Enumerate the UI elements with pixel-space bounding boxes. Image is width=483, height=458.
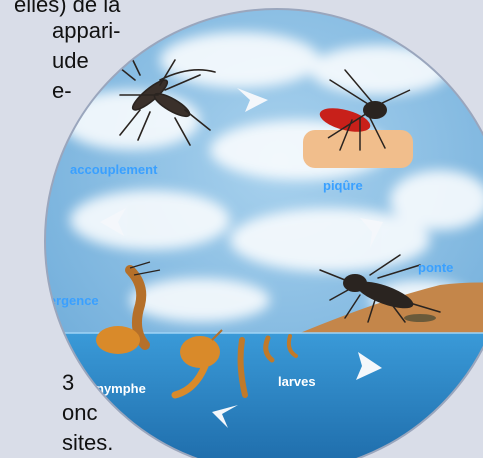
eggs: [404, 314, 436, 322]
label-emergence: émergence: [30, 293, 99, 308]
label-ponte: ponte: [418, 260, 453, 275]
label-accouplement: accouplement: [70, 162, 158, 177]
label-larves: larves: [278, 374, 316, 389]
skin-patch: [303, 130, 413, 168]
label-piqure: piqûre: [323, 178, 363, 193]
